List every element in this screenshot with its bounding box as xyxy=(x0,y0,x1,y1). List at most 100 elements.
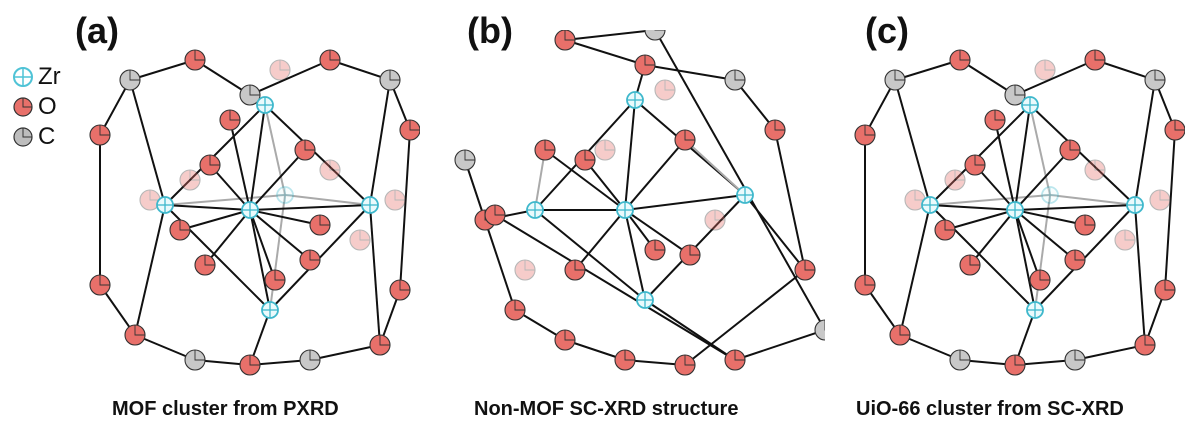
zr-atom xyxy=(616,201,634,219)
bond xyxy=(544,149,626,211)
oxygen-atom xyxy=(309,214,331,236)
oxygen-atom xyxy=(89,124,111,146)
bond xyxy=(534,209,646,301)
oxygen-atom xyxy=(654,79,676,101)
bond xyxy=(369,79,391,206)
bond xyxy=(644,64,736,81)
carbon-atom xyxy=(454,149,476,171)
oxygen-atom xyxy=(934,219,956,241)
bond xyxy=(284,194,371,206)
oxygen-atom xyxy=(1074,214,1096,236)
bond xyxy=(264,104,286,196)
oxygen-atom xyxy=(574,149,596,171)
bond xyxy=(994,119,1016,211)
bond xyxy=(684,139,746,196)
oxygen-atom xyxy=(369,334,391,356)
bond xyxy=(1014,209,1036,311)
oxygen-atom xyxy=(854,124,876,146)
carbon-atom xyxy=(379,69,401,91)
bond xyxy=(734,79,776,131)
bond xyxy=(249,209,276,281)
bond xyxy=(1029,104,1136,206)
bond xyxy=(744,194,806,271)
zr-atom xyxy=(276,186,294,204)
bond xyxy=(1014,149,1071,211)
bond xyxy=(1014,104,1031,211)
oxygen-atom xyxy=(504,299,526,321)
bond xyxy=(654,30,825,331)
oxygen-atom xyxy=(269,59,291,81)
oxygen-atom xyxy=(184,49,206,71)
oxygen-atom xyxy=(194,254,216,276)
oxygen-atom xyxy=(89,274,111,296)
bond xyxy=(564,30,656,41)
oxygen-atom xyxy=(1004,354,1026,376)
oxygen-atom xyxy=(594,139,616,161)
carbon-atom xyxy=(239,84,261,106)
non-mof-scxrd-structure xyxy=(454,30,825,376)
zr-atom xyxy=(1041,186,1059,204)
zr-atom xyxy=(241,201,259,219)
oxygen-atom xyxy=(319,159,341,181)
bond xyxy=(229,119,251,211)
carbon-atom xyxy=(1144,69,1166,91)
carbon-atom xyxy=(299,349,321,371)
bond xyxy=(899,334,961,361)
oxygen-atom xyxy=(1154,279,1176,301)
oxygen-atom xyxy=(179,169,201,191)
oxygen-atom xyxy=(949,49,971,71)
panel-label-b: (b) xyxy=(467,10,513,51)
oxygen-atom xyxy=(564,259,586,281)
oxygen-atom xyxy=(704,209,726,231)
oxygen-atom xyxy=(199,154,221,176)
bond xyxy=(194,59,251,96)
carbon-atom xyxy=(1004,84,1026,106)
legend-item-o: O xyxy=(12,92,61,122)
legend-label-c: C xyxy=(38,123,56,150)
legend-label-zr: Zr xyxy=(38,63,61,90)
bond xyxy=(734,329,825,361)
carbon-atom xyxy=(949,349,971,371)
carbon-atom xyxy=(184,349,206,371)
bond xyxy=(574,209,626,271)
oxygen-atom xyxy=(724,349,746,371)
zr-atom xyxy=(256,96,274,114)
bond xyxy=(1034,194,1051,311)
zr-atom xyxy=(1006,201,1024,219)
oxygen-atom xyxy=(614,349,636,371)
bond xyxy=(134,334,196,361)
zr-atom xyxy=(1021,96,1039,114)
bond xyxy=(249,209,311,261)
bond xyxy=(1014,59,1096,96)
bond xyxy=(894,79,931,206)
oxygen-atom xyxy=(1029,269,1051,291)
uio66-cluster-scxrd-structure xyxy=(854,49,1185,376)
zr-atom xyxy=(1126,196,1144,214)
oxygen-atom xyxy=(984,109,1006,131)
oxygen-atom xyxy=(644,239,666,261)
bond xyxy=(249,209,321,226)
bond xyxy=(249,204,371,211)
oxygen-atom xyxy=(889,324,911,346)
bond xyxy=(264,104,371,206)
oxygen-atom xyxy=(554,329,576,351)
oxygen-atom xyxy=(389,279,411,301)
zr-atom xyxy=(261,301,279,319)
oxygen-atom xyxy=(349,229,371,251)
zr-atom xyxy=(921,196,939,214)
bond xyxy=(929,104,1031,206)
bond xyxy=(129,79,166,206)
bond xyxy=(484,219,516,311)
bond xyxy=(929,204,1016,211)
oxygen-atom xyxy=(534,139,556,161)
oxygen-atom xyxy=(1084,49,1106,71)
oxygen-atom xyxy=(239,354,261,376)
oxygen-atom xyxy=(484,204,506,226)
zr-atom xyxy=(156,196,174,214)
c-atom-icon xyxy=(13,127,33,147)
bond xyxy=(249,104,266,211)
bond xyxy=(269,194,286,311)
mof-cluster-pxrd-structure xyxy=(89,49,420,376)
bond xyxy=(624,194,746,211)
zr-atom xyxy=(626,91,644,109)
